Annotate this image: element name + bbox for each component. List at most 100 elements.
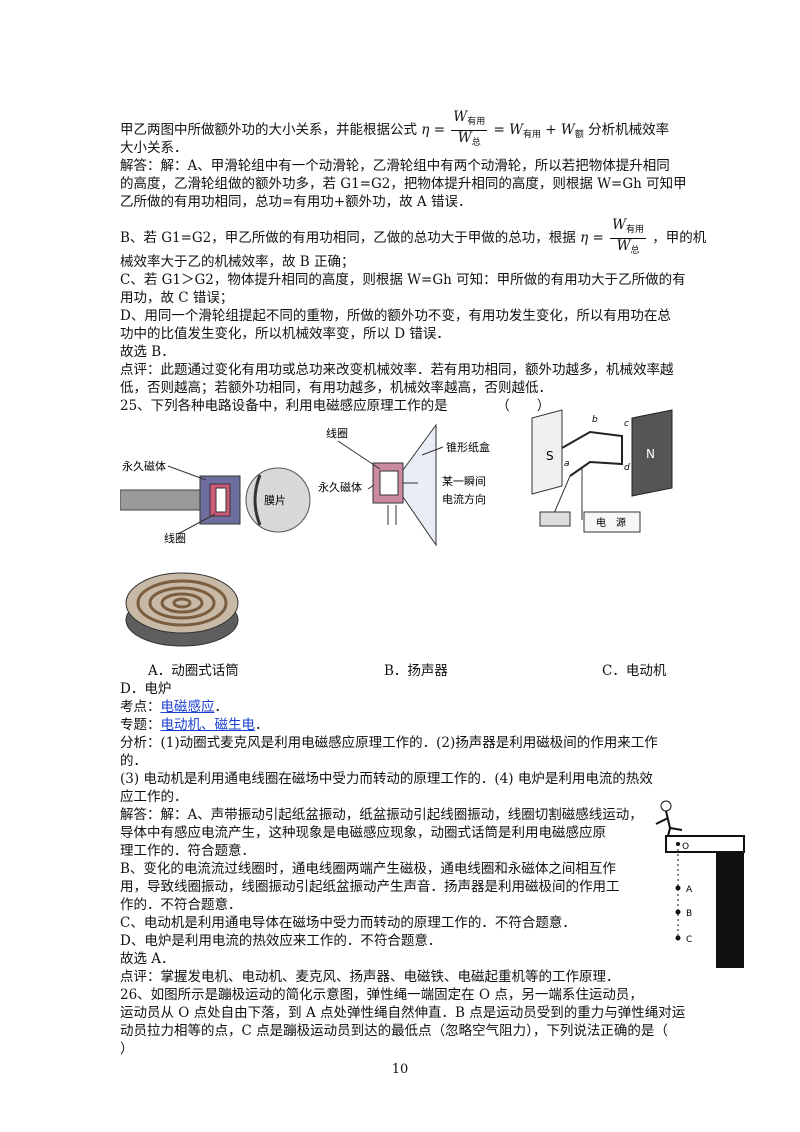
point-o xyxy=(676,842,680,846)
topic-link[interactable]: 电动机、磁生电 xyxy=(160,717,256,733)
numerator: W有用 xyxy=(451,110,488,131)
text-line: 点评：掌握发电机、电动机、麦克风、扬声器、电磁铁、电磁起重机等的工作原理． xyxy=(120,969,620,985)
coil-ring xyxy=(160,592,204,614)
fraction: W有用 W总 xyxy=(610,218,646,259)
text-line: 解答：解：A、声带振动引起纸盆振动，纸盆振动引起线圈振动，线圈切割磁感线运动， xyxy=(120,807,643,823)
label-coil: 线圈 xyxy=(326,426,348,440)
label-diaphragm: 膜片 xyxy=(264,494,286,507)
text-line: 用，导致线圈振动，线圈振动引起纸盆振动产生声音．扬声器是利用磁极间的作用工 xyxy=(120,879,620,895)
denominator: W总 xyxy=(457,130,481,149)
text-line: 械效率大于乙的机械效率，故 B 正确； xyxy=(120,254,355,270)
coil-loop xyxy=(561,430,623,477)
text-line: 功中的比值发生变化，所以机械效率变，所以 D 错误． xyxy=(120,326,450,342)
topic-link[interactable]: 电磁感应 xyxy=(160,699,215,715)
text-line: 分析：(1)动圈式麦克风是利用电磁感应原理工作的．(2)扬声器是利用磁极间的作用… xyxy=(120,735,658,751)
cliff xyxy=(716,836,744,968)
denominator: W总 xyxy=(616,238,640,257)
eta-symbol: η xyxy=(421,122,430,138)
mic-grille xyxy=(245,467,311,533)
mic-handle xyxy=(120,489,211,511)
text-line: 故选 A． xyxy=(120,951,175,967)
text-line: 运动员从 O 点处自由下落，到 A 点处弹性绳自然伸直．B 点是运动员受到的重力… xyxy=(120,1005,686,1021)
numerator: W有用 xyxy=(610,218,646,239)
speaker-cone xyxy=(402,423,437,547)
fraction: W有用 W总 xyxy=(451,110,488,151)
eta-symbol: η xyxy=(580,230,589,246)
text-span: ，甲的机 xyxy=(652,230,707,246)
text-line: 低，否则越高；若额外功相同，有用功越多，机械效率越高，否则越低． xyxy=(120,380,552,396)
option-b: B．扬声器 xyxy=(384,663,448,679)
label-a: A xyxy=(686,885,693,895)
text-line: (3) 电动机是利用通电线圈在磁场中受力而转动的原理工作的．(4) 电炉是利用电… xyxy=(120,771,653,787)
text-line: 动员拉力相等的点，C 点是蹦极运动员到达的最低点（忽略空气阻力），下列说法正确的… xyxy=(120,1023,668,1039)
eta-formula: η = W有用 W总 xyxy=(580,218,652,256)
text-line: 应工作的． xyxy=(120,789,188,805)
leader-line xyxy=(177,513,216,535)
option-d: D．电炉 xyxy=(120,681,172,697)
microphone-figure: 永久磁体 线圈 膜片 xyxy=(120,459,311,545)
equals-sign: = xyxy=(592,230,604,246)
text-line: 故选 B． xyxy=(120,344,175,360)
text-span: 甲乙两图中所做额外功的大小关系，并能根据公式 xyxy=(120,122,417,138)
label-d: d xyxy=(624,463,630,473)
w-symbol: W xyxy=(560,122,575,138)
leader-line xyxy=(167,465,207,481)
label-current-2: 电流方向 xyxy=(442,492,486,506)
answer-blank: （ ） xyxy=(496,398,551,414)
leader-line xyxy=(421,446,444,456)
text-line: 解答：解：A、甲滑轮组中有一个动滑轮，乙滑轮组中有两个动滑轮，所以若把物体提升相… xyxy=(120,158,670,174)
option-a: A．动圈式话筒 xyxy=(148,663,239,679)
coil-ring xyxy=(148,586,216,620)
text-line: B、变化的电流流过线圈时，通电线圈两端产生磁极，通电线圈和永磁体之间相互作 xyxy=(120,861,616,877)
label: 专题： xyxy=(120,717,161,733)
label-b: B xyxy=(686,909,692,919)
mic-core xyxy=(215,487,227,513)
extra-sub: 额 xyxy=(574,130,584,140)
power-supply xyxy=(583,511,641,533)
equals-sign: = xyxy=(493,122,505,138)
label-magnet: 永久磁体 xyxy=(318,480,362,494)
speaker-figure: 线圈 锥形纸盒 永久磁体 某一瞬间 电流方向 xyxy=(318,423,490,547)
mic-diaphragm xyxy=(253,474,262,526)
bungee-figure: O A B C xyxy=(655,800,745,968)
text-line: D、电炉是利用电流的热效应来工作的．不符合题意． xyxy=(120,933,442,949)
label-b: b xyxy=(592,415,598,425)
label-power: 电 源 xyxy=(596,516,626,529)
text-line: ） xyxy=(120,1041,134,1057)
leader-line xyxy=(367,484,375,490)
jumper-head xyxy=(660,800,672,812)
w-symbol: W xyxy=(509,122,523,138)
magnet-south xyxy=(531,409,563,495)
text-line: 乙所做的有用功相同，总功=有用功+额外功，故 A 错误． xyxy=(120,194,472,210)
text-line: C、电动机是利用通电导体在磁场中受力而转动的原理工作的．不符合题意． xyxy=(120,915,576,931)
useful-sub: 有用 xyxy=(523,130,542,140)
question-25: 25、下列各种电路设备中，利用电磁感应原理工作的是 （ ） xyxy=(120,397,550,415)
coil-ring xyxy=(136,579,228,627)
label-s: S xyxy=(546,449,554,463)
option-c: C．电动机 xyxy=(602,663,667,679)
label-c: C xyxy=(686,935,692,945)
text-span: 分析机械效率 xyxy=(588,122,670,138)
page-number: 10 xyxy=(391,1062,409,1077)
leader-line xyxy=(337,440,381,470)
text-line: 作的．不符合题意． xyxy=(120,897,242,913)
label-current-1: 某一瞬间 xyxy=(442,475,486,488)
text-line: C、若 G1＞G2，物体提升相同的高度，则根据 W=Gh 可知：甲所做的有用功大… xyxy=(120,272,686,288)
text-line: 大小关系． xyxy=(120,140,188,156)
text-line: 理工作的．符合题意． xyxy=(120,843,255,859)
label-c: c xyxy=(624,419,629,429)
wire xyxy=(551,475,571,519)
text-line: B、若 G1=G2，甲乙所做的有用功相同，乙做的总功大于甲做的总功，根据 η =… xyxy=(120,218,706,259)
motor-figure: S N 电 源 b c a d xyxy=(531,409,673,533)
kaodian-line: 考点：电磁感应． xyxy=(120,699,228,715)
label: 考点： xyxy=(120,699,161,715)
magnet-north xyxy=(631,409,673,497)
label-magnet: 永久磁体 xyxy=(122,459,166,473)
text-line: 的． xyxy=(120,753,147,769)
jumper-body xyxy=(655,810,683,837)
coil-ring xyxy=(172,597,192,609)
text-line: D、用同一个滑轮组提起不同的重物，所做的额外功不变，有用功发生变化，所以有用功在… xyxy=(120,308,671,324)
equals-sign: = xyxy=(433,122,445,138)
text-line: 点评：此题通过变化有用功或总功来改变机械效率．若有用功相同，额外功越多，机械效率… xyxy=(120,362,674,378)
platform xyxy=(665,835,745,853)
